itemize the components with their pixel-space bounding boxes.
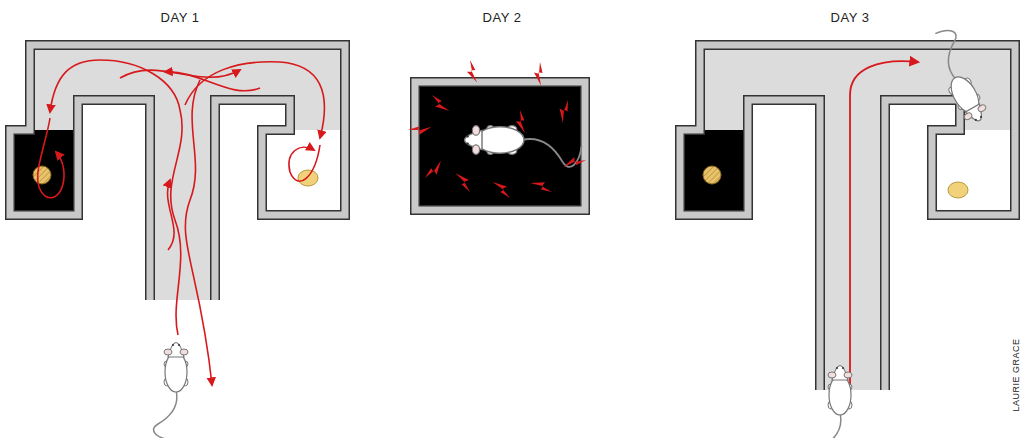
panel-heading: DAY 2 [483, 10, 522, 25]
wander-path [38, 60, 325, 385]
rat [921, 25, 1000, 127]
panel-heading: DAY 3 [831, 10, 870, 25]
shock-bolts [408, 60, 587, 202]
panel-heading: DAY 1 [161, 10, 200, 25]
direct-path [850, 61, 918, 385]
maze-floor [10, 45, 345, 300]
light-box [262, 130, 345, 215]
food-pellet [298, 170, 318, 186]
shock-box [415, 82, 585, 210]
t-maze [10, 45, 345, 300]
credit-text: LAURIE GRACE [1011, 338, 1021, 411]
maze-wall-top [10, 45, 345, 300]
rat [154, 343, 188, 438]
maze-wall [10, 45, 345, 300]
food-pellet [33, 166, 51, 184]
rat [818, 366, 852, 438]
